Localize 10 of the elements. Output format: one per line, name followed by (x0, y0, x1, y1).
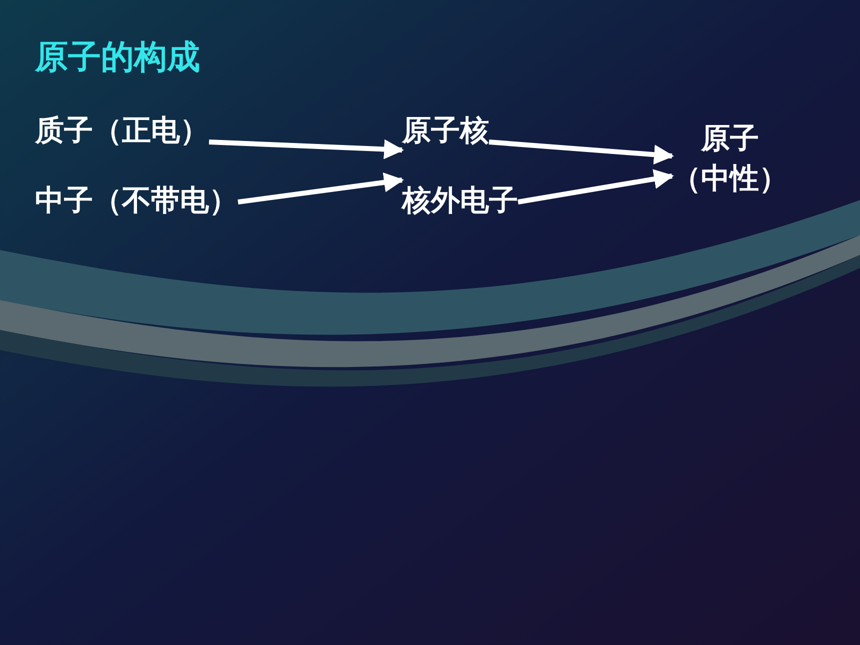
node-label: 原子核 (402, 110, 489, 150)
arrow (238, 172, 404, 204)
node-label: 原子 （中性） (672, 118, 788, 198)
node-label: 质子（正电） (35, 110, 209, 150)
arrow (518, 169, 674, 204)
node-label: 核外电子 (402, 180, 518, 220)
node-label: 中子（不带电） (35, 180, 238, 220)
title: 原子的构成 (35, 36, 200, 78)
arrow (488, 140, 674, 165)
arrow (208, 139, 404, 160)
